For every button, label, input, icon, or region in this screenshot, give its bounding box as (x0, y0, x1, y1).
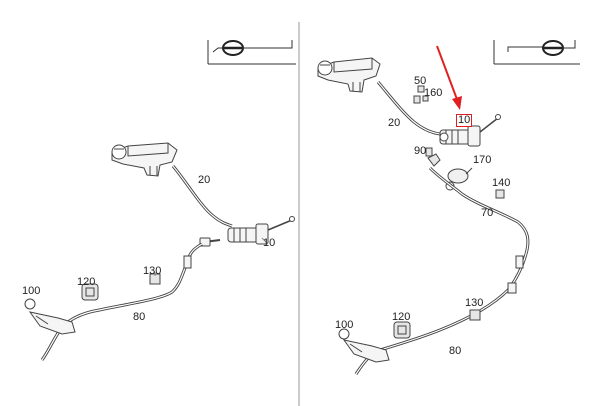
right-label-170: 170 (473, 154, 492, 166)
right-label-90: 90 (414, 145, 427, 157)
right-label-120: 120 (392, 311, 411, 323)
left-slave-cylinder (24, 273, 161, 335)
left-badge (207, 40, 296, 65)
steering-wheel-icon (222, 40, 244, 56)
right-slave-cylinder (338, 309, 481, 363)
right-reservoir (317, 57, 381, 93)
right-label-130: 130 (465, 297, 484, 309)
left-label-20: 20 (198, 174, 211, 186)
right-badge (493, 40, 580, 65)
right-label-100: 100 (335, 319, 354, 331)
right-label-10-highlighted: 10 (456, 114, 473, 127)
steering-wheel-icon (542, 40, 564, 56)
left-label-100: 100 (22, 285, 41, 297)
right-label-20: 20 (388, 117, 401, 129)
right-label-160: 160 (424, 87, 443, 99)
right-assembly (317, 57, 530, 375)
right-label-80: 80 (449, 345, 462, 357)
left-assembly (24, 142, 295, 361)
left-label-120: 120 (77, 276, 96, 288)
left-label-130: 130 (143, 265, 162, 277)
left-reservoir (111, 142, 178, 177)
left-label-80: 80 (133, 311, 146, 323)
right-label-70: 70 (481, 207, 494, 219)
right-small-fittings (413, 85, 429, 104)
right-bracket-parts (425, 147, 505, 199)
right-master-cylinder (439, 114, 501, 147)
right-label-50: 50 (414, 75, 427, 87)
left-master-cylinder (199, 216, 295, 247)
red-arrow-icon (436, 45, 462, 110)
right-label-140: 140 (492, 177, 511, 189)
left-label-10: 10 (263, 237, 276, 249)
